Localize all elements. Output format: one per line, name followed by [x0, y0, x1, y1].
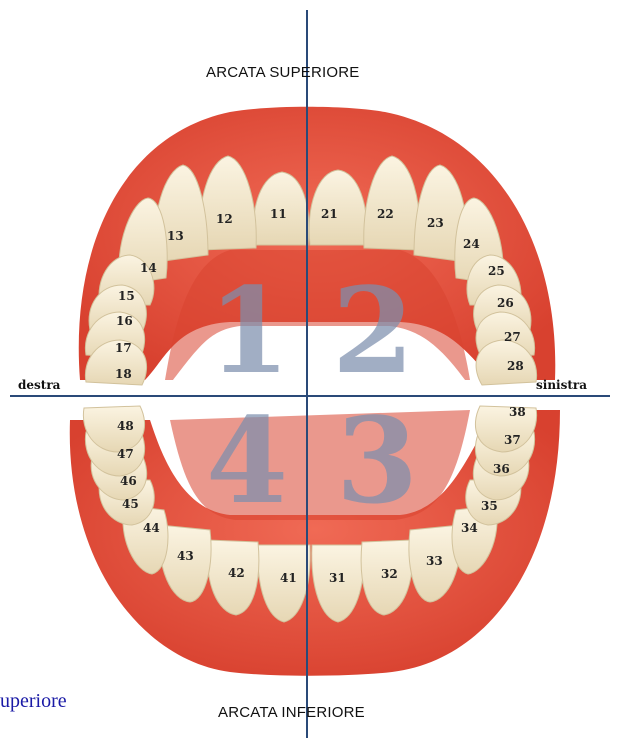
quadrant-1-numeral: 1 [208, 261, 290, 400]
right-side-label: destra [18, 378, 60, 392]
tooth-number-16: 16 [116, 314, 133, 328]
tooth-number-22: 22 [377, 207, 394, 221]
tooth-number-34: 34 [461, 521, 478, 535]
tooth-number-14: 14 [140, 261, 157, 275]
tooth-number-11: 11 [270, 207, 287, 221]
tooth-number-33: 33 [426, 554, 443, 568]
tooth-number-23: 23 [427, 216, 444, 230]
tooth-number-46: 46 [120, 474, 137, 488]
tooth-number-12: 12 [216, 212, 233, 226]
cut-off-link-text[interactable]: uperiore [0, 690, 67, 713]
quadrant-3-numeral: 3 [336, 391, 418, 530]
tooth-number-28: 28 [507, 359, 524, 373]
left-side-label: sinistra [536, 378, 587, 392]
tooth-number-17: 17 [115, 341, 132, 355]
tooth-number-18: 18 [115, 367, 132, 381]
tooth-number-24: 24 [463, 237, 480, 251]
tooth-number-47: 47 [117, 447, 134, 461]
tooth-number-44: 44 [143, 521, 160, 535]
tooth-number-43: 43 [177, 549, 194, 563]
tooth-number-36: 36 [493, 462, 510, 476]
tooth-number-31: 31 [329, 571, 346, 585]
upper-arch-label: ARCATA SUPERIORE [206, 64, 360, 81]
tooth-number-48: 48 [117, 419, 134, 433]
quadrant-2-numeral: 2 [332, 261, 414, 400]
tooth-number-21: 21 [321, 207, 338, 221]
quadrant-4-numeral: 4 [206, 391, 288, 530]
tooth-number-27: 27 [504, 330, 521, 344]
tooth-number-38: 38 [509, 405, 526, 419]
tooth-number-26: 26 [497, 296, 514, 310]
tooth-number-37: 37 [504, 433, 521, 447]
tooth-number-32: 32 [381, 567, 398, 581]
tooth-number-15: 15 [118, 289, 135, 303]
tooth-number-35: 35 [481, 499, 498, 513]
lower-arch-label: ARCATA INFERIORE [218, 704, 365, 721]
tooth-number-42: 42 [228, 566, 245, 580]
tooth-number-45: 45 [122, 497, 139, 511]
tooth-number-13: 13 [167, 229, 184, 243]
tooth-number-41: 41 [280, 571, 297, 585]
tooth-number-25: 25 [488, 264, 505, 278]
